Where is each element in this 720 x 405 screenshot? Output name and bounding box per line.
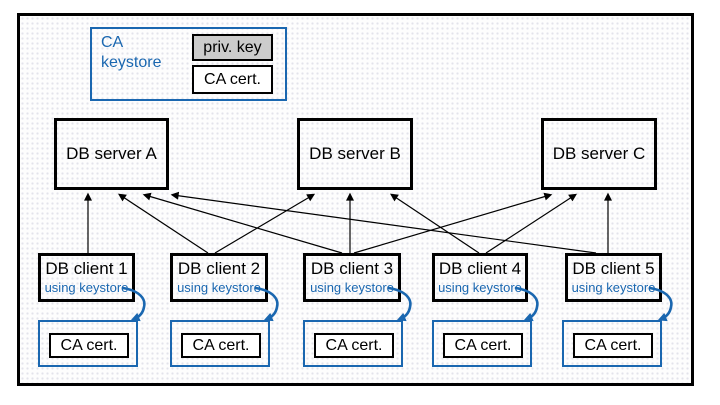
truststore-ca-cert-4: CA cert. (443, 333, 523, 358)
db-client-2-using-keystore-label: using keystore (177, 280, 261, 296)
db-client-2-label: DB client 2 (177, 259, 261, 279)
truststore-box-client-3: CA cert. (303, 320, 403, 367)
db-client-1-using-keystore-label: using keystore (44, 280, 129, 296)
truststore-box-client-2: CA cert. (170, 320, 270, 367)
db-client-3-label: DB client 3 (310, 259, 394, 279)
db-server-c-box: DB server C (541, 118, 657, 190)
truststore-box-client-1: CA cert. (38, 320, 138, 367)
db-client-3-using-keystore-label: using keystore (310, 280, 394, 296)
db-client-2-box: DB client 2 using keystore (170, 253, 268, 302)
db-client-5-using-keystore-label: using keystore (571, 280, 656, 296)
db-client-3-box: DB client 3 using keystore (303, 253, 401, 302)
db-client-1-label: DB client 1 (45, 259, 128, 279)
truststore-box-client-4: CA cert. (432, 320, 532, 367)
truststore-ca-cert-5: CA cert. (573, 333, 653, 358)
truststore-ca-cert-3: CA cert. (314, 333, 394, 358)
truststore-box-client-5: CA cert. (562, 320, 662, 367)
db-server-b-box: DB server B (297, 118, 413, 190)
truststore-ca-cert-2: CA cert. (181, 333, 261, 358)
db-client-5-box: DB client 5 using keystore (565, 253, 662, 302)
truststore-ca-cert-1: CA cert. (49, 333, 129, 358)
db-client-5-label: DB client 5 (572, 259, 655, 279)
db-client-4-using-keystore-label: using keystore (438, 280, 522, 296)
ca-keystore-label: CA keystore (101, 34, 162, 72)
db-server-a-box: DB server A (54, 118, 169, 190)
ca-cert-box: CA cert. (192, 65, 273, 94)
db-client-1-box: DB client 1 using keystore (38, 253, 135, 302)
ca-keystore-box (90, 27, 287, 101)
db-client-4-box: DB client 4 using keystore (432, 253, 528, 302)
priv-key-box: priv. key (192, 34, 273, 61)
db-client-4-label: DB client 4 (438, 259, 522, 279)
